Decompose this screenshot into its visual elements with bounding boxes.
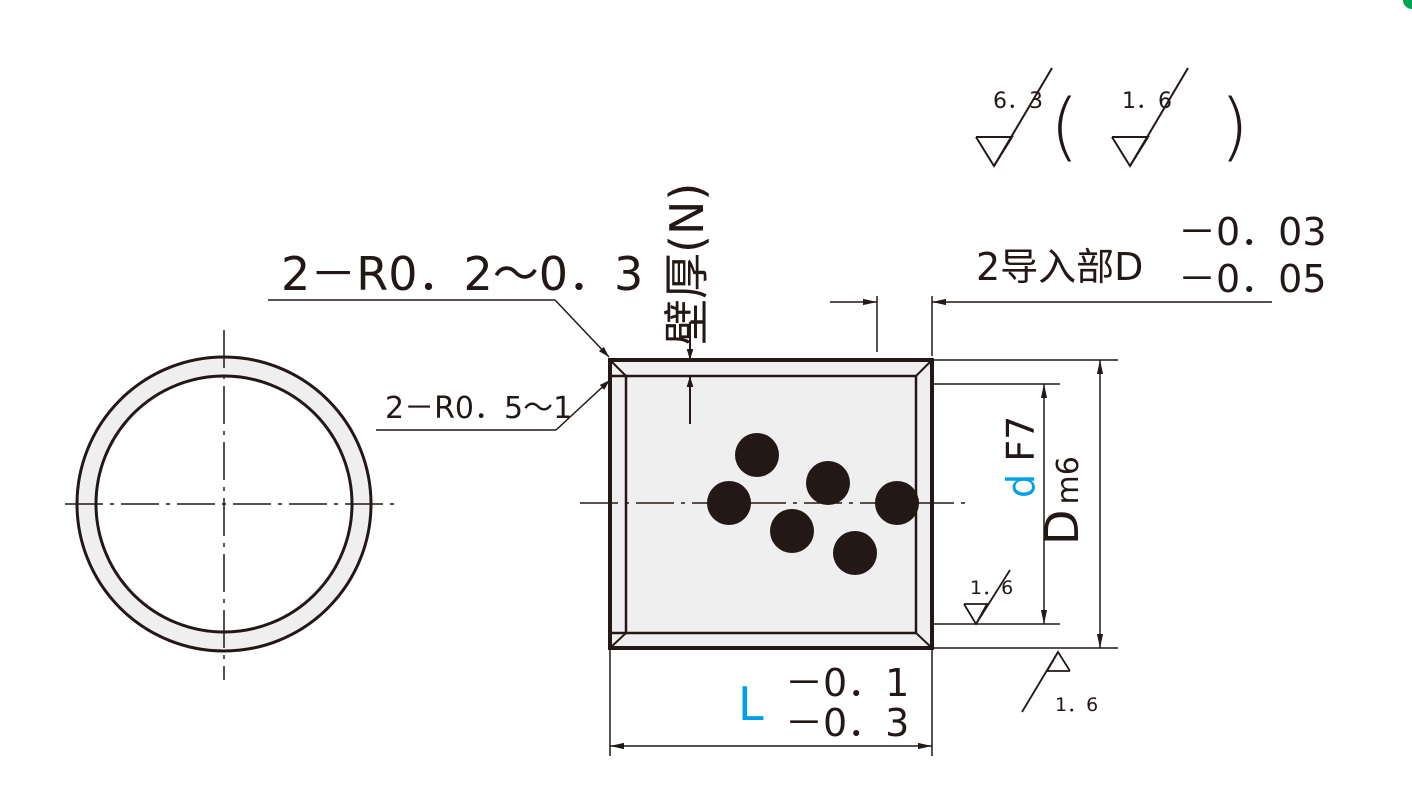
outer-diameter-fit: m6 (1051, 456, 1086, 504)
lead-in-tol-upper: －0．03 (1178, 210, 1327, 254)
roughness-general: 6．3 ( 1．6 ) (975, 67, 1249, 170)
lead-in-label: 2导入部D (976, 245, 1143, 289)
outer-diameter-label: D m6 (1035, 456, 1089, 545)
outer-chamfer-callout: 2－R0．2～0．3 (268, 247, 643, 358)
roughness-outer: 1．6 (1021, 650, 1098, 716)
roughness-general-value: 6．3 (993, 89, 1043, 114)
inner-diameter-fit: F7 (999, 416, 1043, 462)
outer-diameter-dimension: D m6 (934, 359, 1118, 649)
side-view (580, 358, 965, 650)
chamfer-bl (609, 632, 627, 649)
inner-diameter-dimension: d F7 1．6 (934, 383, 1060, 626)
roughness-outer-value: 1．6 (1055, 694, 1098, 716)
end-view (65, 330, 400, 680)
chamfer-tr (915, 359, 933, 377)
inner-diameter-symbol: d (999, 474, 1043, 498)
roughness-other-icon (1111, 136, 1150, 168)
lubricant-plug (833, 531, 877, 575)
lubricant-plug (770, 509, 814, 553)
length-symbol: L (738, 677, 764, 731)
length-tol-upper: －0．1 (785, 661, 909, 705)
roughness-paren-open: ( (1050, 84, 1079, 170)
roughness-paren-close: ) (1220, 84, 1249, 170)
inner-diameter-label: d F7 (999, 416, 1043, 498)
lubricant-plug (875, 481, 919, 525)
inner-chamfer-callout: 2－R0．5～1 (376, 379, 611, 431)
chamfer-tl (609, 359, 627, 377)
lubricant-plug (707, 481, 751, 525)
roughness-other-value: 1．6 (1122, 89, 1172, 114)
roughness-bore-value: 1．6 (970, 577, 1013, 599)
outer-diameter-symbol: D (1035, 510, 1089, 545)
inner-chamfer-label: 2－R0．5～1 (385, 391, 572, 426)
lubricant-plug (806, 461, 850, 505)
side-view-inner-frame (610, 374, 628, 635)
length-dimension: L －0．1 －0．3 (609, 650, 933, 756)
wall-thickness-annotation: 壁厚(N) (660, 183, 714, 424)
length-tol-lower: －0．3 (785, 701, 909, 745)
roughness-bore-icon (963, 603, 989, 626)
lubricant-plug (735, 433, 779, 477)
lead-in-tol-lower: －0．05 (1178, 257, 1327, 301)
outer-chamfer-label: 2－R0．2～0．3 (281, 247, 643, 301)
roughness-general-icon (975, 136, 1014, 168)
chamfer-br (915, 632, 933, 649)
corner-mark-icon (1403, 0, 1412, 9)
wall-thickness-label: 壁厚(N) (660, 183, 714, 345)
lead-in-dimension: 2导入部D －0．03 －0．05 (830, 210, 1327, 356)
roughness-outer-icon (1045, 650, 1071, 672)
